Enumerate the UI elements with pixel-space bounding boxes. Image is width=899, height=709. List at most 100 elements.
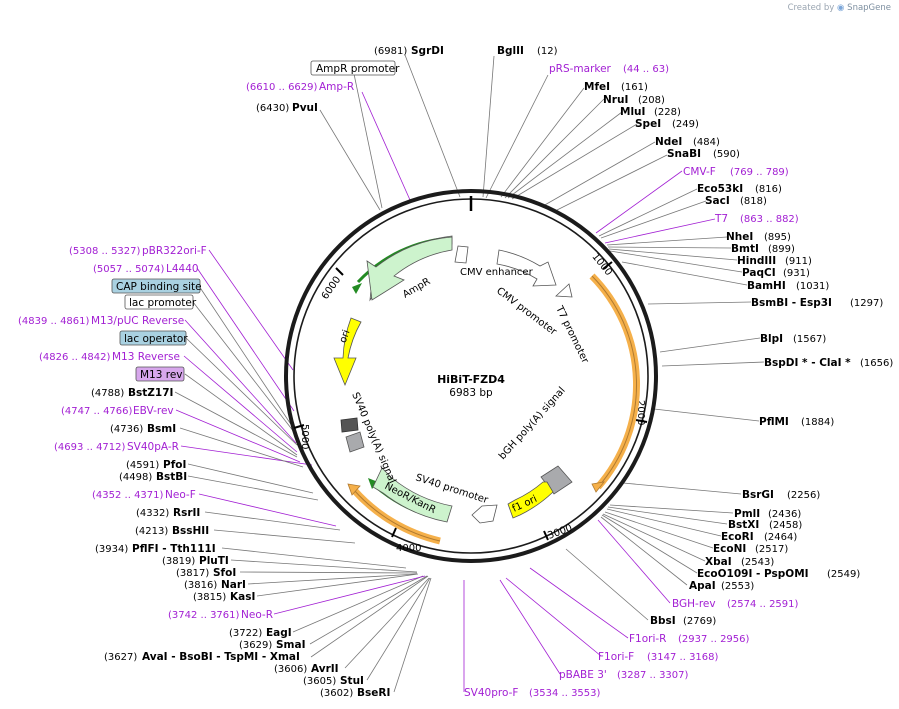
primer-prs-marker[interactable]: pRS-marker	[549, 63, 612, 75]
enzyme-kasi[interactable]: KasI	[230, 591, 255, 603]
enzyme-bbsi[interactable]: BbsI	[650, 615, 676, 627]
enzyme-nari[interactable]: NarI	[221, 579, 246, 591]
box-ampr-promoter	[310, 60, 396, 76]
pos-nari: (3816)	[184, 580, 217, 591]
primer-cmv-f[interactable]: CMV-F	[683, 166, 716, 178]
pos-sv40pa-r: (4693 .. 4712)	[54, 442, 126, 453]
enzyme-bstz17i[interactable]: BstZ17I	[128, 387, 173, 399]
enzyme-snabi[interactable]: SnaBI	[667, 148, 701, 160]
enzyme-bmti[interactable]: BmtI	[731, 243, 759, 255]
enzyme-blpi[interactable]: BlpI	[760, 333, 783, 345]
pos-bglii: (12)	[537, 46, 558, 57]
enzyme-pmli[interactable]: PmlI	[734, 508, 760, 520]
feature-label-m13-rev[interactable]: M13 rev	[140, 369, 183, 381]
pos-bstxi: (2458)	[769, 520, 802, 531]
primer-bgh-rev[interactable]: BGH-rev	[672, 598, 716, 610]
primer-amp-r[interactable]: Amp-R	[319, 81, 354, 93]
enzyme-nhei[interactable]: NheI	[726, 231, 753, 243]
leader-lines	[174, 54, 765, 693]
enzyme-smai[interactable]: SmaI	[276, 639, 306, 651]
primer-m13-puc-reverse[interactable]: M13/pUC Reverse	[91, 315, 184, 327]
enzyme-sgrdi[interactable]: SgrDI	[411, 45, 444, 57]
enzyme-sfoi[interactable]: SfoI	[213, 567, 236, 579]
pos-pbabe-3: (3287 .. 3307)	[617, 670, 689, 681]
primer-pbabe-3[interactable]: pBABE 3'	[559, 669, 607, 681]
enzyme-bsrgi[interactable]: BsrGI	[742, 489, 774, 501]
enzyme-bamhi[interactable]: BamHI	[747, 280, 786, 292]
enzyme-mfei[interactable]: MfeI	[584, 81, 610, 93]
primer-f1ori-r[interactable]: F1ori-R	[629, 633, 666, 645]
pos-f1ori-f: (3147 .. 3168)	[647, 652, 719, 663]
enzyme-econi[interactable]: EcoNI	[713, 543, 746, 555]
pos-sgrdi: (6981)	[374, 46, 407, 57]
enzyme-avrii[interactable]: AvrII	[311, 663, 339, 675]
primer-sv40pro-f[interactable]: SV40pro-F	[464, 687, 518, 699]
plasmid-size: 6983 bp	[449, 387, 493, 399]
primer-neo-f[interactable]: Neo-F	[165, 489, 196, 501]
box-lac-operator	[119, 330, 187, 346]
enzyme-nrui[interactable]: NruI	[603, 94, 628, 106]
enzyme-apai[interactable]: ApaI	[689, 580, 716, 592]
primer-neo-r[interactable]: Neo-R	[241, 609, 273, 621]
enzyme-bstbi[interactable]: BstBI	[156, 471, 187, 483]
feature-sv40-polya-dark[interactable]	[340, 417, 359, 433]
feature-neor-kanr[interactable]	[372, 467, 453, 523]
enzyme-eco53ki[interactable]: Eco53kI	[697, 183, 743, 195]
enzyme-bglii[interactable]: BglII	[497, 45, 524, 57]
enzyme-stui[interactable]: StuI	[340, 675, 364, 687]
enzyme-xbai[interactable]: XbaI	[705, 556, 732, 568]
tick-4000: 4000	[396, 543, 421, 554]
enzyme-rsrii[interactable]: RsrII	[173, 507, 200, 519]
enzyme-mlui[interactable]: MluI	[620, 106, 645, 118]
pos-pfoi: (4591)	[126, 460, 159, 471]
pos-bseri: (3602)	[320, 688, 353, 699]
enzyme-avai-group[interactable]: AvaI - BsoBI - TspMI - XmaI	[142, 651, 300, 663]
enzyme-bstxi[interactable]: BstXI	[728, 519, 759, 531]
feature-ampr-promoter[interactable]	[454, 245, 469, 264]
pos-nhei: (895)	[764, 232, 791, 243]
enzyme-pflfi-tth111i[interactable]: PflFI - Tth111I	[132, 543, 216, 555]
feature-t7-promoter[interactable]	[555, 283, 573, 298]
primer-t7[interactable]: T7	[714, 213, 728, 225]
enzyme-bsmi[interactable]: BsmI	[147, 423, 176, 435]
enzyme-spei[interactable]: SpeI	[635, 118, 661, 130]
enzyme-pluti[interactable]: PluTI	[199, 555, 229, 567]
pos-ndei: (484)	[693, 137, 720, 148]
enzyme-ecori[interactable]: EcoRI	[721, 531, 754, 543]
primer-sv40pa-r[interactable]: SV40pA-R	[127, 441, 179, 453]
pos-m13-reverse: (4826 .. 4842)	[39, 352, 111, 363]
enzyme-pvui[interactable]: PvuI	[292, 102, 318, 114]
feature-label-ampr-promoter[interactable]: AmpR promoter	[316, 63, 400, 75]
enzyme-hindiii[interactable]: HindIII	[737, 255, 776, 267]
enzyme-saci[interactable]: SacI	[705, 195, 730, 207]
enzyme-paqci[interactable]: PaqCI	[742, 267, 776, 279]
primer-m13-reverse[interactable]: M13 Reverse	[112, 351, 180, 363]
feature-label-lac-promoter[interactable]: lac promoter	[129, 297, 197, 309]
enzyme-ecoo109i-pspomi[interactable]: EcoO109I - PspOMI	[697, 568, 809, 580]
primer-pbr322ori-f[interactable]: pBR322ori-F	[142, 245, 207, 257]
pos-nrui: (208)	[638, 95, 665, 106]
enzyme-pfoi[interactable]: PfoI	[163, 459, 186, 471]
primer-f1ori-f[interactable]: F1ori-F	[598, 651, 634, 663]
feature-f1-ori[interactable]	[507, 481, 554, 519]
primer-l4440[interactable]: L4440	[166, 263, 199, 275]
enzyme-bsshii[interactable]: BssHII	[172, 525, 209, 537]
pos-smai: (3629)	[239, 640, 272, 651]
feature-cmv-enhancer[interactable]	[496, 249, 557, 287]
feature-ori[interactable]	[333, 317, 362, 387]
pos-pluti: (3819)	[162, 556, 195, 567]
feature-sv40-promoter[interactable]	[471, 504, 498, 524]
feature-label-lac-operator[interactable]: lac operator	[124, 333, 188, 345]
primer-ebv-rev[interactable]: EBV-rev	[133, 405, 174, 417]
snapgene-credit: Created by ◉ SnapGene	[788, 3, 891, 13]
enzyme-eagi[interactable]: EagI	[266, 627, 292, 639]
scale-tick-labels: 1000 2000 3000 4000 5000 6000	[299, 251, 646, 554]
enzyme-bspdi-clai[interactable]: BspDI * - ClaI *	[764, 357, 851, 369]
pos-snabi: (590)	[713, 149, 740, 160]
enzyme-pflmi[interactable]: PflMI	[759, 416, 789, 428]
feature-small-gray[interactable]	[345, 431, 365, 453]
enzyme-bseri[interactable]: BseRI	[357, 687, 390, 699]
enzyme-bsmbi-esp3i[interactable]: BsmBI - Esp3I	[751, 297, 832, 309]
enzyme-ndei[interactable]: NdeI	[655, 136, 682, 148]
feature-label-cap-binding-site[interactable]: CAP binding site	[116, 281, 202, 293]
